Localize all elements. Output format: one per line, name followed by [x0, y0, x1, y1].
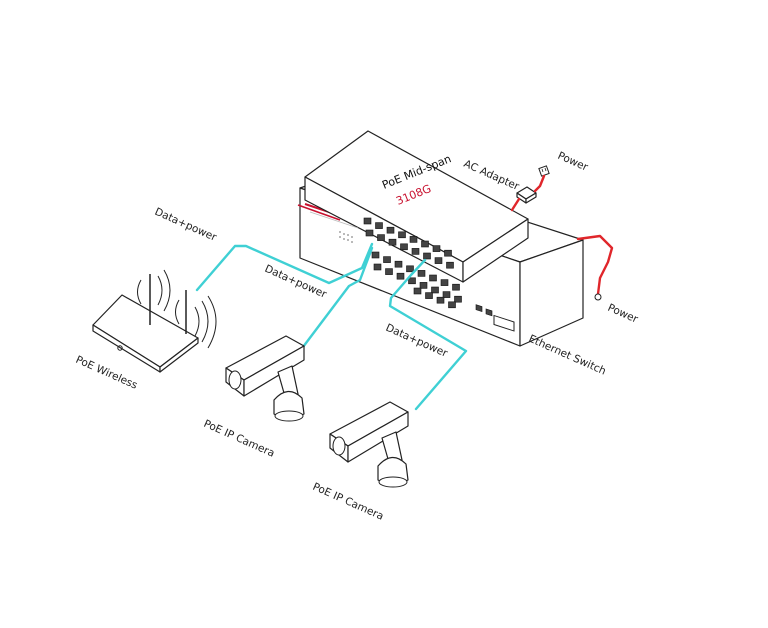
midspan-port: [400, 243, 408, 251]
ac-adapter-icon: [516, 186, 537, 204]
midspan-port: [434, 257, 443, 264]
poe-midspan-icon: [297, 130, 529, 283]
switch-port: [408, 277, 416, 285]
label-power-right: Power: [606, 302, 641, 326]
power-plug-icon: [538, 165, 550, 177]
switch-port: [436, 296, 445, 304]
switch-port: [442, 291, 451, 298]
midspan-port: [446, 261, 454, 269]
label-ethernet-switch: Ethernet Switch: [527, 333, 608, 378]
wireless-router-icon: [92, 269, 217, 373]
midspan-port: [423, 252, 431, 260]
power-cable-adapter: [533, 174, 546, 193]
cable-to-camera-2: [388, 258, 468, 411]
switch-port: [429, 274, 437, 282]
midspan-port: [421, 240, 429, 248]
midspan-port: [377, 234, 385, 241]
midspan-port: [363, 217, 372, 225]
power-cable-adapter-to-midspan: [510, 197, 521, 212]
label-poe-ip-camera-1: PoE IP Camera: [202, 418, 277, 460]
label-poe-wireless: PoE Wireless: [74, 354, 139, 392]
cable-to-camera-1: [301, 246, 374, 349]
switch-port: [448, 301, 456, 309]
switch-port: [385, 268, 393, 275]
midspan-port: [398, 231, 406, 239]
switch-port: [419, 282, 428, 289]
label-data-power-1: Data+power: [153, 206, 219, 244]
switch-port: [454, 295, 462, 303]
switch-port: [396, 272, 405, 280]
switch-port: [425, 292, 433, 299]
midspan-port: [444, 249, 452, 257]
cable-to-wireless: [195, 242, 374, 292]
midspan-port: [409, 236, 418, 243]
switch-port: [394, 260, 403, 268]
midspan-port: [388, 238, 397, 246]
midspan-port: [365, 229, 374, 237]
switch-port: [452, 283, 460, 291]
switch-power-plug: [594, 293, 602, 301]
ip-camera-icon: [225, 335, 305, 422]
switch-port: [406, 265, 414, 273]
midspan-port: [432, 245, 441, 252]
midspan-port: [411, 248, 420, 255]
label-poe-ip-camera-2: PoE IP Camera: [311, 481, 386, 523]
power-cable-switch: [576, 234, 614, 296]
label-power-top: Power: [556, 150, 591, 174]
switch-port: [440, 279, 449, 286]
switch-port: [373, 263, 382, 271]
switch-port: [371, 251, 380, 259]
switch-port: [417, 270, 426, 277]
switch-port: [431, 286, 439, 294]
ip-camera-icon: [329, 401, 409, 488]
midspan-port: [375, 222, 383, 229]
label-data-power-3: Data+power: [384, 322, 450, 360]
midspan-port: [386, 226, 395, 234]
switch-port: [413, 287, 422, 295]
switch-port: [383, 256, 391, 263]
